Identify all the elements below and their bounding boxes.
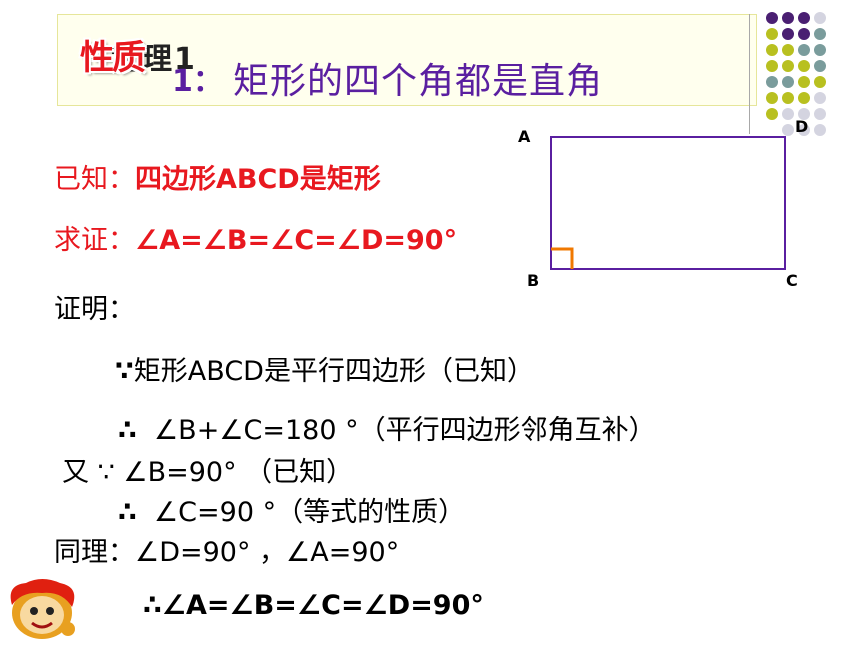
right-angle-mark [551, 247, 574, 269]
given-line: 已知：四边形ABCD是矩形 [54, 157, 381, 196]
proof-step-1-text: 矩形ABCD是平行四边形（已知） [133, 356, 534, 387]
proof-step-1: ∵矩形ABCD是平行四边形（已知） [115, 349, 534, 388]
monkey-mascot-icon [10, 579, 75, 639]
rectangle-figure [550, 136, 786, 270]
decorative-dot [766, 92, 778, 104]
proof-conclusion-text: ∠A=∠B=∠C=∠D=90° [161, 590, 484, 621]
property-badge: 性质 [80, 38, 146, 78]
proof-step-5: 同理：∠D=90° ，∠A=90° [54, 530, 399, 569]
proof-step-4: ∴ ∠C=90 °（等式的性质） [118, 490, 465, 529]
decorative-dot [766, 76, 778, 88]
proof-heading: 证明： [54, 294, 135, 325]
vertex-d-label: D [795, 117, 809, 136]
decorative-dot [766, 44, 778, 56]
proof-step-2: ∴ ∠B+∠C=180 °（平行四边形邻角互补） [118, 408, 656, 447]
therefore-symbol: ∴ [118, 415, 137, 446]
decorative-dot [798, 76, 810, 88]
decorative-dot [798, 92, 810, 104]
therefore-symbol: ∴ [143, 590, 162, 621]
decorative-dot [782, 12, 794, 24]
decorative-dot [814, 12, 826, 24]
title-banner [57, 14, 757, 106]
prove-label: 求证： [54, 225, 135, 256]
vertex-b-label: B [527, 271, 540, 290]
therefore-symbol: ∴ [118, 497, 137, 528]
decorative-dot [782, 124, 794, 136]
decorative-dot [798, 60, 810, 72]
decorative-dot [766, 28, 778, 40]
decorative-dot [798, 44, 810, 56]
proof-step-5-text: ∠D=90° ，∠A=90° [135, 537, 400, 568]
decorative-dot [782, 92, 794, 104]
decorative-dot [782, 60, 794, 72]
decorative-dot [814, 76, 826, 88]
decorative-dot [798, 12, 810, 24]
decorative-dot [782, 108, 794, 120]
because-symbol: ∵ [115, 356, 134, 387]
decorative-dot [766, 12, 778, 24]
proof-step-4-text: ∠C=90 °（等式的性质） [153, 497, 466, 528]
prove-text: ∠A=∠B=∠C=∠D=90° [135, 225, 458, 256]
decorative-dot [814, 28, 826, 40]
decorative-dot [798, 108, 810, 120]
similarly-prefix: 同理： [54, 537, 135, 568]
vertex-a-label: A [518, 127, 531, 146]
given-label: 已知： [54, 164, 135, 195]
title-number: 1： [172, 64, 223, 99]
decorative-dot [766, 108, 778, 120]
and-because-prefix: 又 ∵ [62, 457, 115, 488]
decorative-dot [798, 124, 810, 136]
decorative-dot [782, 28, 794, 40]
decorative-dot [782, 76, 794, 88]
decorative-dot [814, 60, 826, 72]
decorative-dot [766, 60, 778, 72]
page-title: 矩形的四个角都是直角 [233, 61, 604, 102]
decorative-dot [814, 124, 826, 136]
given-text: 四边形ABCD是矩形 [135, 164, 381, 195]
badge-shadow-text: 定理1 [110, 42, 197, 77]
title-divider [749, 14, 750, 134]
proof-step-2-text: ∠B+∠C=180 °（平行四边形邻角互补） [153, 415, 656, 446]
proof-step-3-text: ∠B=90° （已知） [123, 457, 354, 488]
rectangle-abcd [550, 136, 786, 270]
proof-step-3: 又 ∵ ∠B=90° （已知） [62, 450, 353, 489]
vertex-c-label: C [786, 271, 798, 290]
decorative-dot [782, 44, 794, 56]
prove-line: 求证：∠A=∠B=∠C=∠D=90° [54, 218, 457, 257]
decorative-dot [798, 28, 810, 40]
decorative-dot [814, 108, 826, 120]
decorative-dot [814, 44, 826, 56]
proof-conclusion: ∴∠A=∠B=∠C=∠D=90° [143, 590, 484, 621]
decorative-dot [814, 92, 826, 104]
